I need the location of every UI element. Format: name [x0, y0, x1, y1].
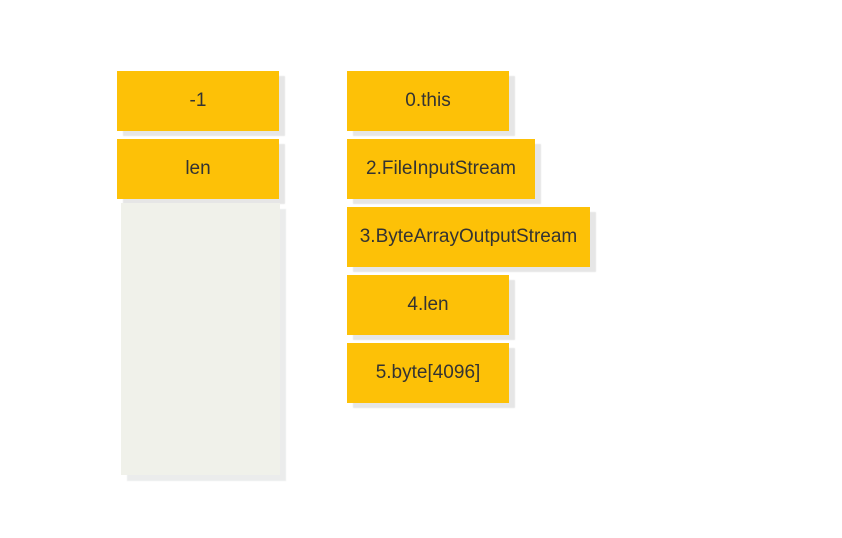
choice-item-label: 2.FileInputStream — [366, 158, 516, 179]
choice-item[interactable]: 4.len — [347, 275, 509, 335]
placed-item[interactable]: len — [117, 139, 279, 199]
choice-item-label: 0.this — [405, 90, 451, 111]
choices-column: 0.this 2.FileInputStream 3.ByteArrayOutp… — [347, 71, 590, 403]
placed-item-label: -1 — [189, 90, 207, 111]
choice-item[interactable]: 3.ByteArrayOutputStream — [347, 207, 590, 267]
choice-item-label: 5.byte[4096] — [375, 362, 481, 383]
choice-item[interactable]: 5.byte[4096] — [347, 343, 509, 403]
placed-item[interactable]: -1 — [117, 71, 279, 131]
choice-item[interactable]: 0.this — [347, 71, 509, 131]
choice-item-label: 3.ByteArrayOutputStream — [359, 226, 578, 247]
choice-item[interactable]: 2.FileInputStream — [347, 139, 535, 199]
answer-column: -1 len — [117, 71, 279, 199]
placed-item-label: len — [185, 158, 211, 179]
drop-zone[interactable] — [121, 203, 280, 475]
choice-item-label: 4.len — [407, 294, 449, 315]
